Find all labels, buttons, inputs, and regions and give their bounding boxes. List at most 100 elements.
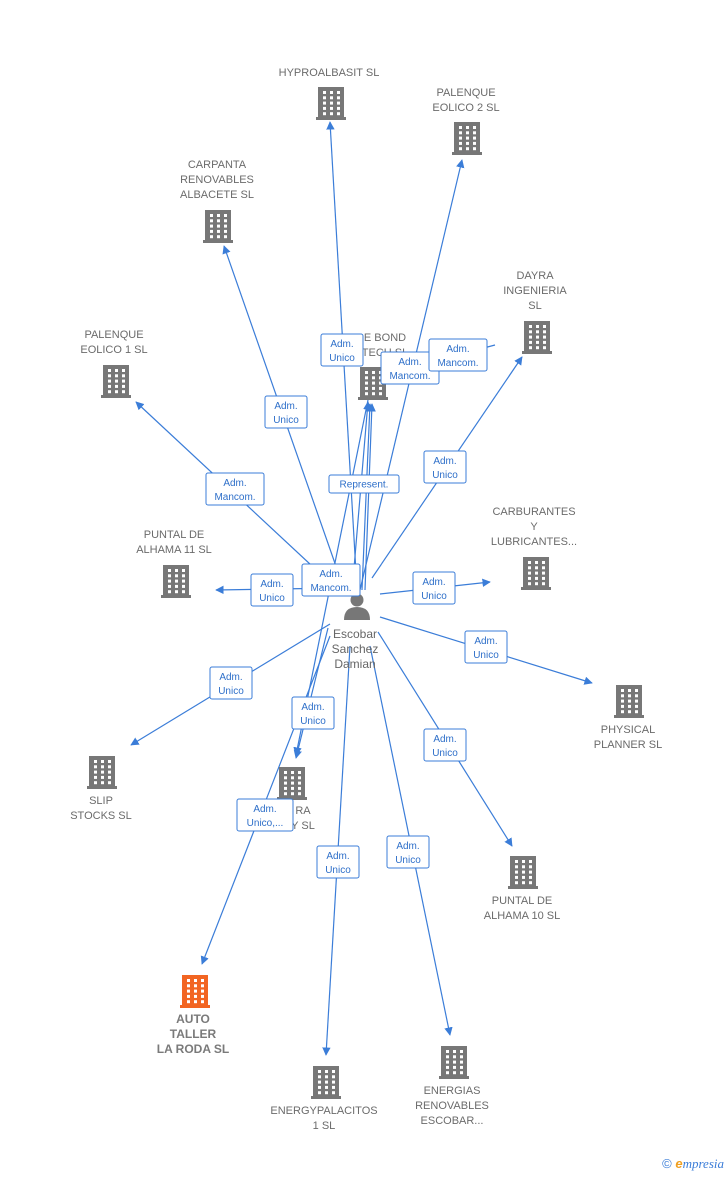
relation-box (264, 395, 308, 429)
rel-slip[interactable]: Adm.Unico (209, 666, 253, 700)
rel-palenque-1[interactable]: Adm.Mancom. (205, 472, 265, 506)
relation-box (291, 696, 335, 730)
relation-label: Adm.Mancom. (389, 357, 430, 382)
rel-dayra-2[interactable]: Adm.Unico (423, 450, 467, 484)
rel-puntal-10[interactable]: Adm.Unico (423, 728, 467, 762)
relation-label: Adm.Unico (259, 579, 285, 604)
relation-box (386, 835, 430, 869)
relation-label: Adm.Unico (432, 734, 458, 759)
relation-label: Adm.Mancom. (437, 344, 478, 369)
building-icon (203, 210, 233, 243)
building-icon (277, 767, 307, 800)
relation-label: Adm.Unico (421, 577, 447, 602)
brand-logo-text: mpresia (682, 1156, 724, 1171)
building-icon (161, 565, 191, 598)
building-icon (316, 87, 346, 120)
relation-box (423, 450, 467, 484)
relation-label: Adm.Unico (329, 339, 355, 364)
brand-logo-letter: e (675, 1156, 683, 1171)
relation-arrow (364, 403, 376, 591)
relation-label: Adm.Unico (273, 401, 299, 426)
relation-label: Adm.Mancom. (310, 569, 351, 594)
rel-puntal-11[interactable]: Adm.Unico (250, 573, 294, 607)
building-icon (101, 365, 131, 398)
relation-box (301, 563, 361, 597)
relation-box (320, 333, 364, 367)
building-icon (311, 1066, 341, 1099)
rel-carburantes[interactable]: Adm.Unico (412, 571, 456, 605)
relation-box (412, 571, 456, 605)
building-icon (521, 557, 551, 590)
rel-energias[interactable]: Adm.Unico (386, 835, 430, 869)
relation-box (236, 798, 294, 832)
relation-box (428, 338, 488, 372)
building-icon (180, 975, 210, 1008)
relation-label: Adm.Unico,... (247, 804, 284, 829)
company-name: HYPROALBASIT SL (279, 67, 380, 79)
building-icon (522, 321, 552, 354)
rel-represent[interactable]: Represent. (328, 474, 400, 494)
building-icon (614, 685, 644, 718)
relation-box (250, 573, 294, 607)
rel-mancom-center[interactable]: Adm.Mancom. (301, 563, 361, 597)
relation-box (464, 630, 508, 664)
rel-auto-taller[interactable]: Adm.Unico,... (236, 798, 294, 832)
rel-ra-y[interactable]: Adm.Unico (291, 696, 335, 730)
relation-label: Adm.Unico (218, 672, 244, 697)
company-hyproalbasit[interactable]: HYPROALBASIT SL (279, 67, 380, 120)
relation-label: Represent. (340, 480, 389, 491)
relation-box (423, 728, 467, 762)
relation-box (328, 474, 400, 494)
rel-energypalacitos[interactable]: Adm.Unico (316, 845, 360, 879)
relation-label: Adm.Unico (473, 636, 499, 661)
relation-label: Adm.Unico (325, 851, 351, 876)
rel-carpanta[interactable]: Adm.Unico (264, 395, 308, 429)
brand-footer: © empresia (662, 1156, 724, 1172)
person-icon (344, 593, 370, 620)
rel-hyproalbasit[interactable]: Adm.Unico (320, 333, 364, 367)
relation-box (316, 845, 360, 879)
relation-arrow (361, 403, 374, 591)
relation-label: Adm.Mancom. (214, 478, 255, 503)
relation-label: Adm.Unico (432, 456, 458, 481)
rel-physical[interactable]: Adm.Unico (464, 630, 508, 664)
relation-label: Adm.Unico (300, 702, 326, 727)
relation-box (209, 666, 253, 700)
relation-arrow (293, 627, 329, 759)
relation-label: Adm.Unico (395, 841, 421, 866)
copyright-symbol: © (662, 1156, 672, 1171)
rel-dayra[interactable]: Adm.Mancom. (428, 338, 488, 372)
building-icon (452, 122, 482, 155)
